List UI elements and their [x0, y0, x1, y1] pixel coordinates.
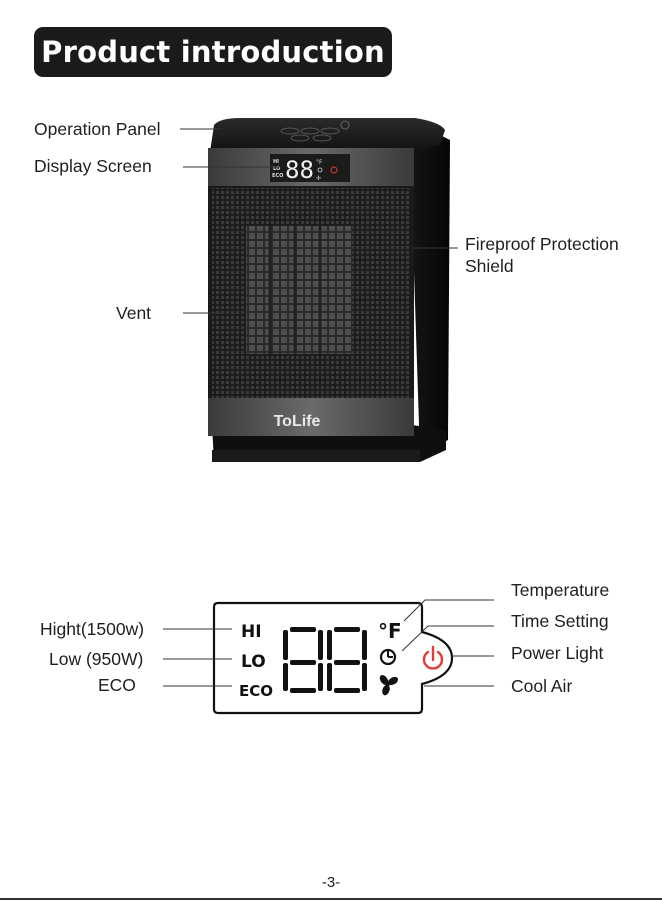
heater-side-panel [410, 135, 450, 455]
mini-display-digits: 88 [285, 156, 314, 184]
label-temperature: Temperature [511, 579, 609, 601]
svg-text:✢: ✢ [316, 175, 321, 182]
indicator-lo: LO [241, 652, 266, 672]
label-fireproof-line1: Fireproof Protection [465, 233, 619, 255]
label-fireproof-line2: Shield [465, 255, 514, 277]
timer-icon [381, 650, 395, 664]
svg-text:ECO: ECO [272, 173, 283, 179]
label-vent: Vent [116, 302, 151, 324]
label-hight: Hight(1500w) [40, 618, 144, 640]
label-eco: ECO [98, 674, 136, 696]
svg-text:°F: °F [316, 159, 323, 166]
panel-digits [283, 627, 367, 693]
label-power-light: Power Light [511, 642, 603, 664]
indicator-eco: ECO [239, 682, 273, 700]
bottom-rule [0, 898, 662, 900]
label-operation-panel: Operation Panel [34, 118, 160, 140]
label-display-screen: Display Screen [34, 155, 152, 177]
power-icon [424, 647, 442, 668]
page-number: -3- [0, 874, 662, 891]
fan-icon [378, 673, 400, 696]
svg-text:HI: HI [273, 159, 279, 165]
label-low: Low (950W) [49, 648, 143, 670]
brand-logo: ToLife [262, 413, 332, 431]
ceramic-element [246, 226, 352, 354]
label-cool-air: Cool Air [511, 675, 572, 697]
fahrenheit-icon: °F [378, 619, 402, 643]
indicator-hi: HI [241, 622, 262, 642]
label-time-setting: Time Setting [511, 610, 609, 632]
